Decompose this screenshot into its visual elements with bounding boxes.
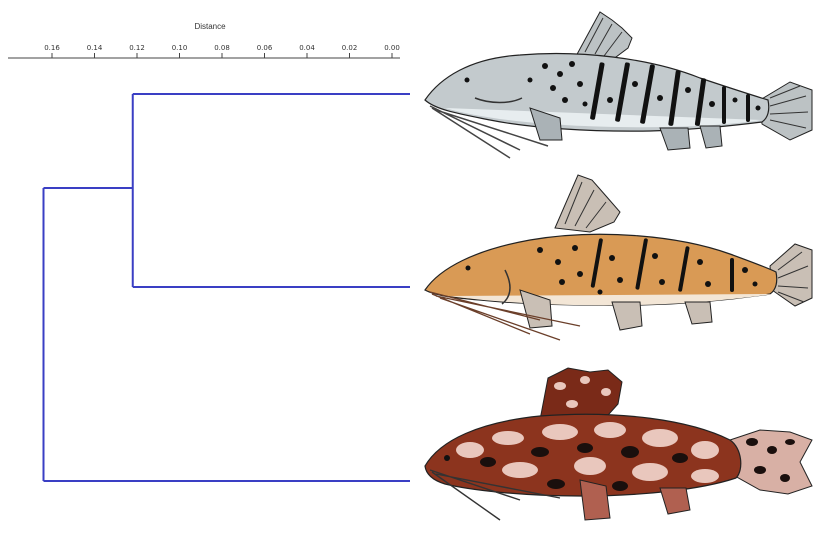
axis-tick-label: 0.16	[44, 44, 60, 52]
axis-ticks: 0.16 0.14 0.12 0.10 0.08 0.06 0.04 0.02 0.00	[44, 44, 400, 58]
axis-tick-label: 0.08	[214, 44, 230, 52]
axis-tick-label: 0.02	[342, 44, 358, 52]
mottled-brown-catfish-icon	[425, 368, 812, 520]
grey-striped-catfish-icon	[425, 12, 812, 158]
dendrogram	[44, 94, 411, 481]
axis-tick-label: 0.12	[129, 44, 145, 52]
orange-spotted-catfish-icon	[425, 175, 812, 340]
axis-tick-label: 0.00	[384, 44, 400, 52]
axis-tick-label: 0.04	[299, 44, 315, 52]
axis-tick-label: 0.06	[257, 44, 273, 52]
axis-title: Distance	[180, 22, 240, 31]
distance-axis: 0.16 0.14 0.12 0.10 0.08 0.06 0.04 0.02 0.00	[8, 44, 400, 58]
axis-tick-label: 0.10	[172, 44, 188, 52]
axis-tick-label: 0.14	[87, 44, 103, 52]
